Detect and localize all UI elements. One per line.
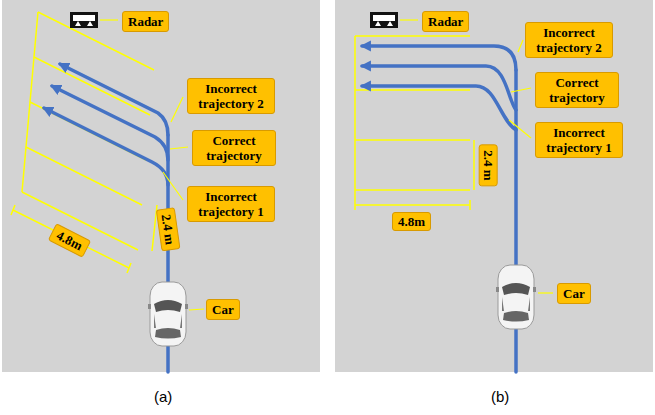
trajectory-callout: Correct trajectory <box>535 72 619 108</box>
callout-text: Radar <box>128 14 163 29</box>
ground <box>335 0 653 372</box>
car-callout: Car <box>557 283 591 304</box>
radar-callout: Radar <box>422 11 469 32</box>
trajectory-callout: Incorrect trajectory 1 <box>187 186 275 222</box>
callout-text: Incorrect trajectory 2 <box>193 81 269 111</box>
callout-text: Car <box>212 302 234 317</box>
dimension-label: 2.4 m <box>479 144 498 186</box>
dimension-label: 4.8m <box>392 212 431 231</box>
trajectory-callout: Correct trajectory <box>192 130 276 166</box>
callout-text: Car <box>563 286 585 301</box>
parking-stalls <box>355 36 474 210</box>
callout-text: Incorrect trajectory 1 <box>193 189 269 219</box>
callout-text: Incorrect trajectory 2 <box>531 25 607 55</box>
callout-text: Incorrect trajectory 1 <box>541 125 617 155</box>
ground <box>2 0 320 372</box>
parking-stalls <box>11 12 157 273</box>
radar-icon <box>370 12 398 28</box>
leader-line <box>100 20 204 310</box>
trajectory <box>44 64 168 372</box>
radar-callout: Radar <box>122 11 169 32</box>
panel-caption: (b) <box>491 389 509 404</box>
callout-text: Correct trajectory <box>198 133 270 163</box>
car-icon <box>496 265 536 329</box>
trajectory-callout: Incorrect trajectory 2 <box>187 78 275 114</box>
trajectory <box>362 46 516 372</box>
panel-caption: (a) <box>154 389 172 404</box>
callout-text: Radar <box>428 14 463 29</box>
leader-line <box>400 20 553 293</box>
trajectory-callout: Incorrect trajectory 2 <box>525 22 613 58</box>
radar-icon <box>70 12 98 28</box>
car-icon <box>148 282 188 346</box>
car-callout: Car <box>206 299 240 320</box>
callout-text: Correct trajectory <box>541 75 613 105</box>
trajectory-callout: Incorrect trajectory 1 <box>535 122 623 158</box>
